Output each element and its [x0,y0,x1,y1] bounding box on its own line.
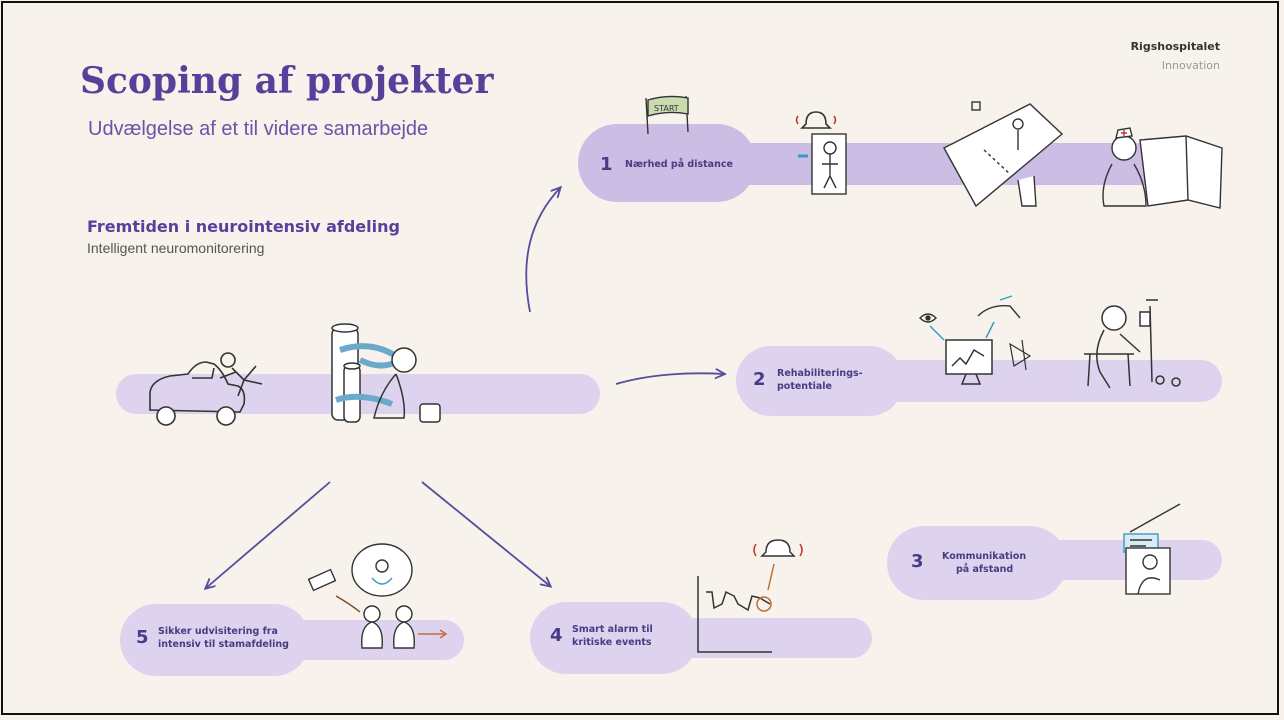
patient-scanner-icon [331,323,441,423]
camera-icon [307,568,337,592]
project-band-2-strip [880,360,1222,402]
page-title: Scoping af projekter [80,60,494,102]
project-1-number: 1 [600,154,613,175]
project-band-1 [578,124,756,202]
project-4-label-line1: Smart alarm til [572,624,653,635]
project-band-3 [887,526,1067,600]
brand-name: Rigshospitalet [1130,40,1220,53]
network-icon [1009,339,1032,371]
project-2-label-line2: potentiale [777,381,832,392]
corridor-map-icon [943,101,1064,208]
start-sign-text: START [654,104,679,113]
arrow-to-project-5 [206,481,331,588]
project-5-label-line2: intensiv til stamafdeling [158,639,289,650]
project-5-number: 5 [136,627,149,648]
project-5-label-line1: Sikker udvisitering fra [158,626,278,637]
project-band-4 [530,602,698,674]
person-falling-icon [219,352,263,397]
project-3-label-line2: på afstand [956,564,1014,575]
brand-unit: Innovation [1161,59,1220,72]
project-3-label-line1: Kommunikation [942,551,1027,562]
alarm-bell-icon [795,111,837,129]
nurse-book-icon [1102,127,1223,209]
arrow-to-project-4 [421,481,550,586]
context-heading: Fremtiden i neurointensiv afdeling [87,217,400,236]
start-flag-icon [645,95,689,135]
doctors-icon [335,595,448,649]
project-4-number: 4 [550,625,563,646]
project-2-label-line1: Rehabiliterings- [777,368,863,379]
project-band-2 [736,346,904,416]
thought-bubble-icon [351,543,413,597]
patient-walker-icon [1084,299,1181,389]
arrow-to-project-1 [525,188,560,313]
monitor-chart-icon [929,321,995,385]
project-band-5 [120,604,310,676]
project-4-label-line2: kritiske events [572,637,652,648]
hand-sensor-icon [977,295,1021,319]
door-person-icon [798,133,847,195]
context-subheading: Intelligent neuromonitorering [87,240,265,256]
eye-icon [919,313,937,323]
video-call-icon [1123,503,1181,595]
arrow-to-project-2 [615,373,724,385]
project-2-number: 2 [753,369,766,390]
page-subtitle: Udvælgelse af et til videre samarbejde [88,118,429,140]
project-1-label: Nærhed på distance [625,159,733,170]
alarm-chart-icon [697,539,803,653]
project-3-number: 3 [911,551,924,572]
car-icon [149,361,246,426]
